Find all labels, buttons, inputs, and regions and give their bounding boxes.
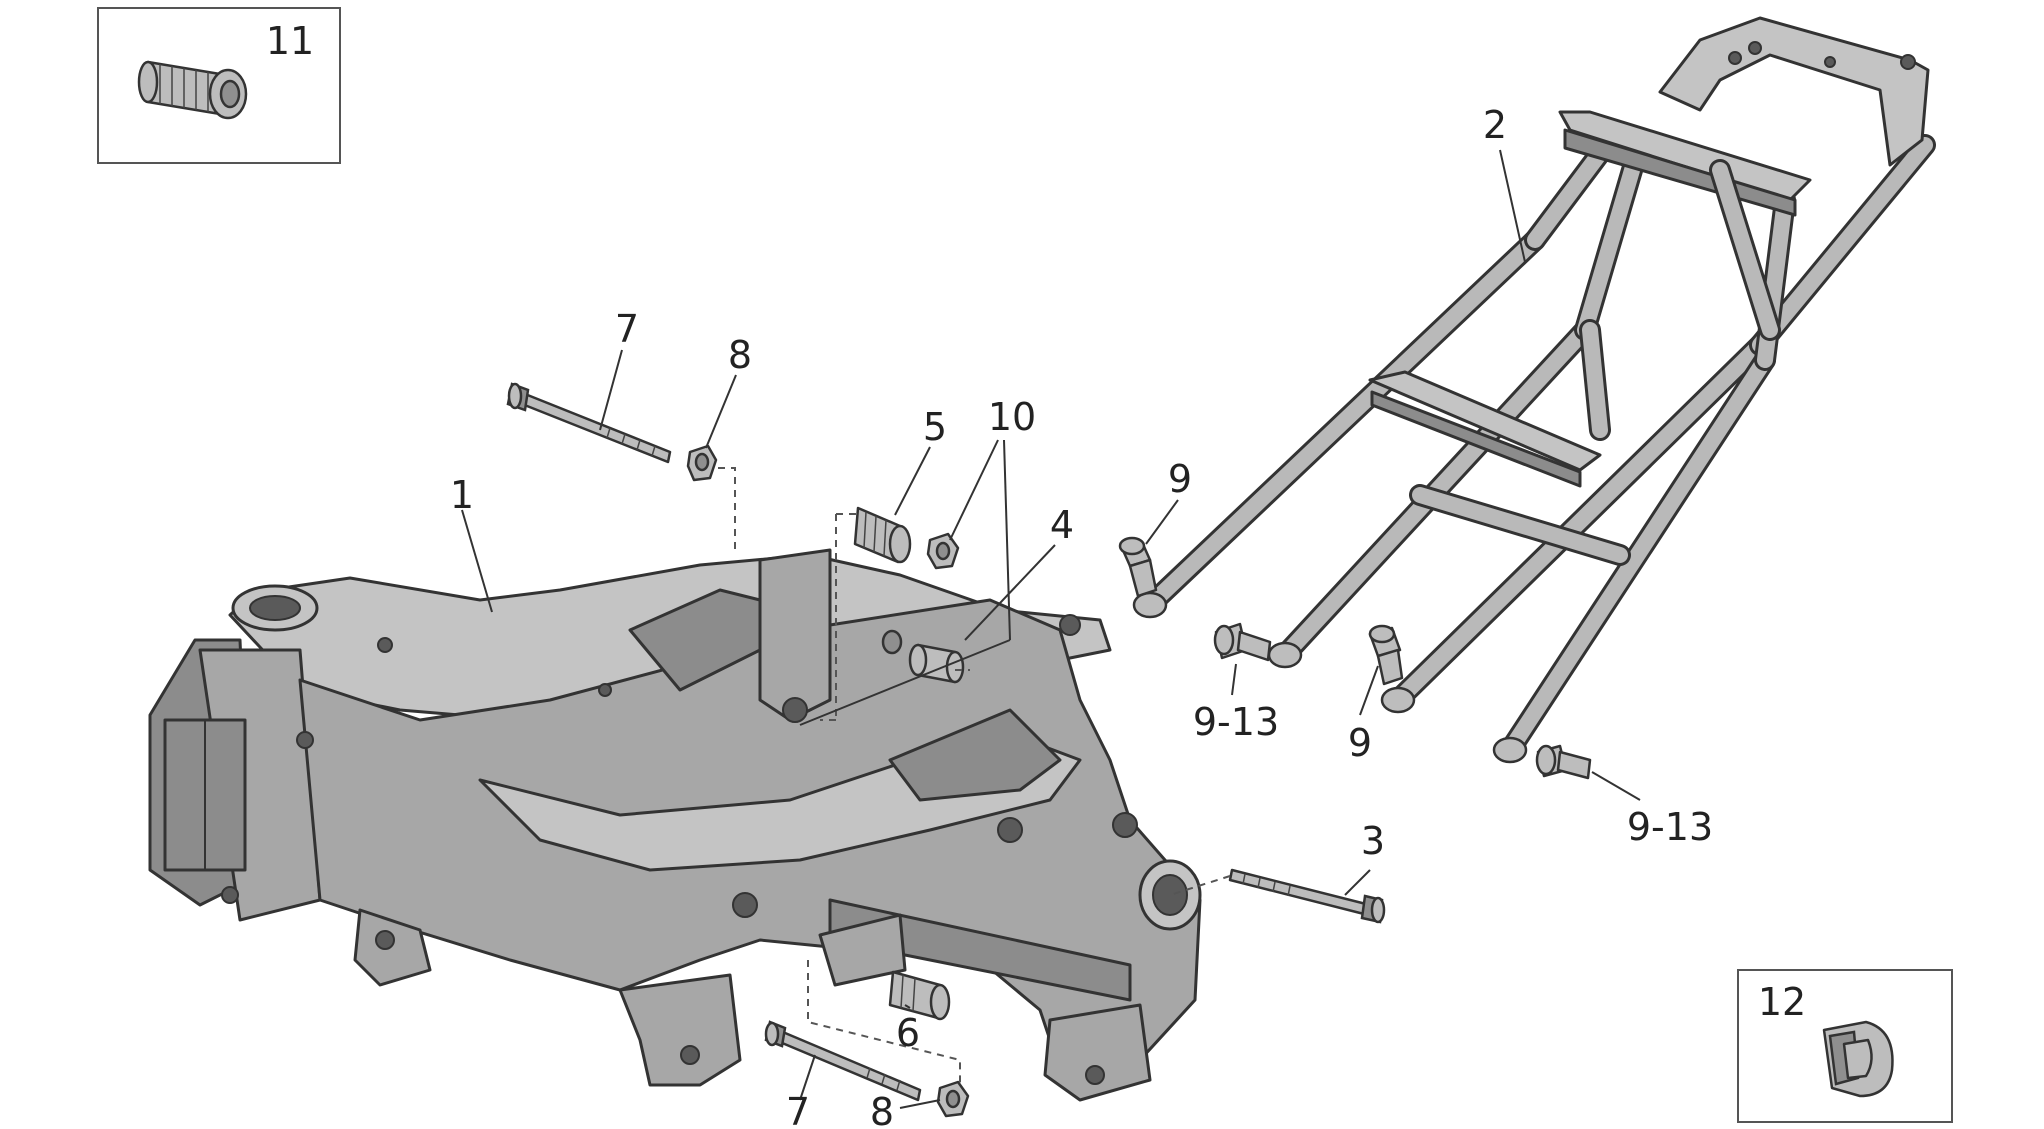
label-part-9-13-right: 9-13: [1627, 805, 1713, 849]
label-part-10: 10: [988, 395, 1036, 439]
leader-7-bottom: [799, 1054, 816, 1101]
label-part-8-top: 8: [728, 333, 752, 377]
label-part-11: 11: [266, 19, 314, 63]
leader-9-13-right: [1591, 771, 1641, 801]
spacer-5: [853, 506, 912, 564]
leader-9-left: [1145, 499, 1179, 545]
label-part-9-left: 9: [1168, 457, 1192, 501]
label-part-8-bottom: 8: [870, 1090, 894, 1129]
bolt-7-top: [506, 382, 672, 464]
nut-8-top: [686, 444, 718, 482]
rear-subframe: [1132, 16, 1936, 764]
bushing-icon: [137, 60, 248, 120]
leader-4: [964, 544, 1056, 641]
label-part-12: 12: [1758, 980, 1806, 1024]
nut-8-bottom: [936, 1080, 970, 1118]
bolt-9-13-right: [1535, 744, 1592, 780]
callouts: 1 2 3 4 5 6 7 7 8 8 9 9 9-13 9-13 10: [450, 103, 1713, 1129]
leader-3: [1344, 869, 1371, 896]
leader-10-b: [1003, 439, 1011, 641]
label-part-3: 3: [1361, 819, 1385, 863]
label-part-9-13-left: 9-13: [1193, 700, 1279, 744]
bolt-9-13-left: [1213, 622, 1272, 662]
label-part-2: 2: [1483, 103, 1507, 147]
label-part-1: 1: [450, 473, 474, 517]
bolt-9-mid: [1368, 624, 1404, 686]
bolt-3: [1228, 868, 1386, 924]
leader-9-13-left: [1231, 663, 1237, 696]
label-part-4: 4: [1050, 503, 1074, 547]
label-part-7-bottom: 7: [786, 1090, 810, 1129]
leader-lines: [461, 149, 1641, 1109]
leader-6: [904, 1004, 911, 1009]
leader-1: [461, 509, 493, 613]
leader-10-a: [949, 439, 999, 541]
inset-part-11: 11: [97, 7, 341, 164]
label-part-7-top: 7: [615, 307, 639, 351]
leader-7-top: [599, 349, 623, 431]
nut-10: [926, 532, 960, 570]
inset-part-12: 12: [1737, 969, 1953, 1123]
clip-icon: [1822, 1020, 1894, 1098]
bolt-7-bottom: [764, 1020, 922, 1102]
label-part-9-mid: 9: [1348, 721, 1372, 765]
leader-5: [894, 446, 931, 516]
bushing-6: [888, 970, 951, 1021]
leader-8-top: [705, 374, 737, 449]
leader-10-c: [799, 639, 1011, 726]
leader-9-mid: [1359, 665, 1379, 716]
label-part-6: 6: [896, 1011, 920, 1055]
main-frame: [148, 548, 1202, 1102]
leader-2: [1499, 149, 1526, 263]
bolt-9-left: [1118, 536, 1158, 598]
guide-lines: [718, 467, 1231, 1088]
label-part-5: 5: [923, 405, 947, 449]
leader-8-bottom: [899, 1099, 941, 1109]
